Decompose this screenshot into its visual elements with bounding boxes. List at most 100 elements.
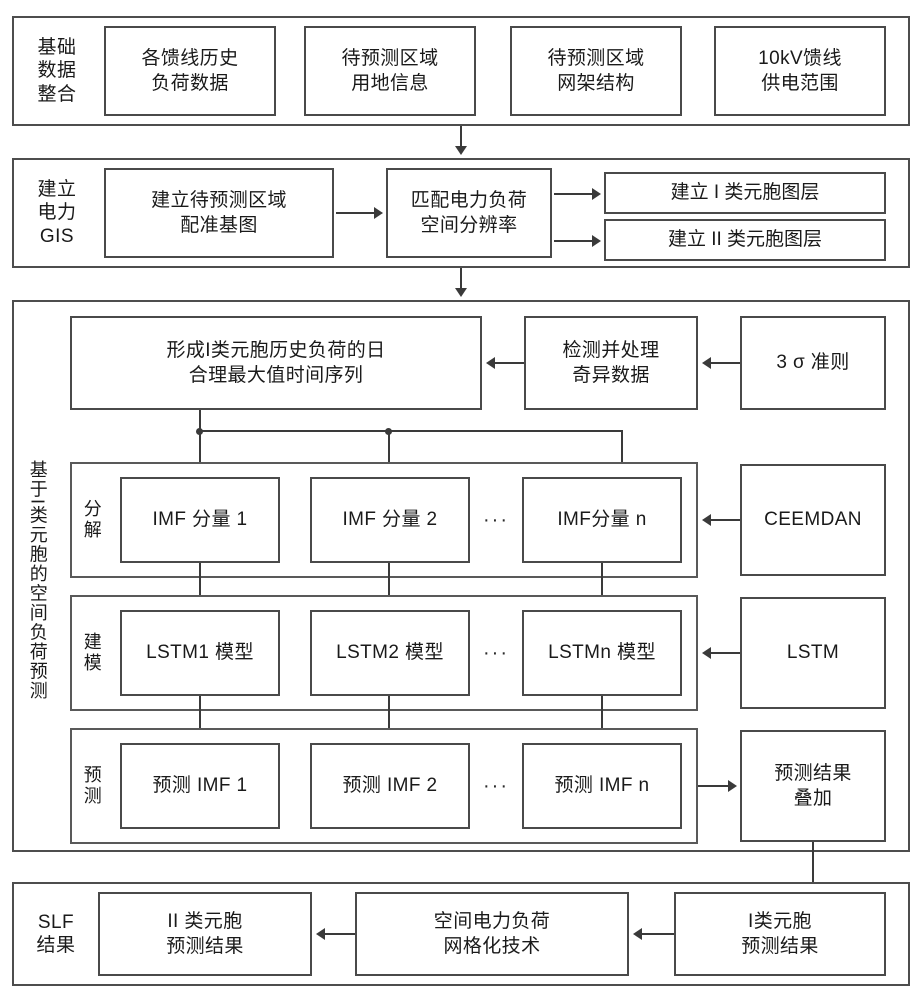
- label-line: 基础: [37, 37, 77, 59]
- connector-lstm1-to-pred1: [199, 696, 201, 730]
- box-spatial-load-gridding[interactable]: 空间电力负荷 网格化技术: [355, 892, 629, 976]
- ellipsis-modeling: ···: [483, 641, 509, 664]
- box-line: 建立待预测区域: [151, 189, 287, 211]
- subsection-modeling-label: 建 模: [76, 613, 110, 693]
- bus-horizontal: [199, 430, 623, 432]
- box-line: 用地信息: [351, 73, 429, 94]
- connector-outlier-to-timeseries: [495, 362, 524, 364]
- label-line: 结果: [36, 935, 76, 956]
- connector-gridding-to-type2: [325, 933, 355, 935]
- box-type1-cell-prediction-result[interactable]: I类元胞 预测结果: [674, 892, 886, 976]
- box-line: 预测结果: [741, 936, 819, 957]
- box-predicted-imf-1[interactable]: 预测 IMF 1: [120, 743, 280, 829]
- connector-predn-to-aggregate-arrow-icon: [728, 780, 737, 792]
- label-line: 分: [83, 499, 103, 520]
- box-match-spatial-resolution[interactable]: 匹配电力负荷 空间分辨率: [386, 168, 552, 258]
- subsection-decomposition-label: 分 解: [76, 480, 110, 560]
- connector-s2-s3: [460, 268, 462, 290]
- label-line: SLF: [37, 911, 75, 933]
- box-imf-component-2[interactable]: IMF 分量 2: [310, 477, 470, 563]
- section-slf-results-label: SLF 结果: [20, 892, 92, 976]
- box-lstm-source[interactable]: LSTM: [740, 597, 886, 709]
- box-line: 待预测区域: [341, 47, 439, 69]
- box-build-type1-cell-layer[interactable]: 建立 I 类元胞图层: [604, 172, 886, 214]
- connector-type1-to-gridding: [642, 933, 674, 935]
- box-line: 预测结果: [774, 762, 852, 784]
- subsection-prediction-label: 预 测: [76, 746, 110, 826]
- bus-trunk-from-timeseries: [199, 410, 201, 432]
- connector-s1-s2-arrow-icon: [455, 146, 467, 155]
- box-ceemdan[interactable]: CEEMDAN: [740, 464, 886, 576]
- box-predicted-imf-n[interactable]: 预测 IMF n: [522, 743, 682, 829]
- connector-type1-to-gridding-arrow-icon: [633, 928, 642, 940]
- connector-lstmn-to-predn: [601, 696, 603, 730]
- connector-lstm2-to-pred2: [388, 696, 390, 730]
- connector-basemap-to-resolution: [336, 212, 376, 214]
- label-line: 电力: [37, 202, 77, 224]
- section-data-integration-label: 基础 数据 整合: [20, 26, 94, 116]
- box-lstm2-model[interactable]: LSTM2 模型: [310, 610, 470, 696]
- box-build-type2-cell-layer[interactable]: 建立 II 类元胞图层: [604, 219, 886, 261]
- box-base-map-registration[interactable]: 建立待预测区域 配准基图: [104, 168, 334, 258]
- bus-drop-col1: [199, 430, 201, 464]
- box-line: 空间电力负荷: [433, 910, 551, 932]
- connector-s1-s2: [460, 126, 462, 148]
- label-line: GIS: [39, 225, 75, 247]
- box-three-sigma-rule[interactable]: 3 σ 准则: [740, 316, 886, 410]
- connector-sigma-to-outlier-arrow-icon: [702, 357, 711, 369]
- connector-resolution-to-layer1: [554, 193, 594, 195]
- label-line: 数据: [37, 60, 77, 82]
- label-line: 预: [83, 765, 103, 786]
- bus-drop-col3: [621, 430, 623, 464]
- connector-s2-s3-arrow-icon: [455, 288, 467, 297]
- connector-ceemdan-to-imf: [711, 519, 740, 521]
- box-predicted-imf-2[interactable]: 预测 IMF 2: [310, 743, 470, 829]
- box-line: 形成I类元胞历史负荷的日: [166, 339, 386, 361]
- box-feeder-history-load[interactable]: 各馈线历史 负荷数据: [104, 26, 276, 116]
- box-lstmn-model[interactable]: LSTMn 模型: [522, 610, 682, 696]
- section-power-gis-label: 建立 电力 GIS: [20, 168, 94, 258]
- box-line: 配准基图: [180, 215, 258, 236]
- label-line: 整合: [37, 83, 77, 105]
- box-type2-cell-prediction-result[interactable]: II 类元胞 预测结果: [98, 892, 312, 976]
- box-line: 网格化技术: [443, 936, 541, 957]
- box-line: 空间分辨率: [420, 215, 518, 236]
- connector-resolution-to-layer2-arrow-icon: [592, 235, 601, 247]
- box-10kv-supply-range[interactable]: 10kV馈线 供电范围: [714, 26, 886, 116]
- box-imf-component-1[interactable]: IMF 分量 1: [120, 477, 280, 563]
- ellipsis-decomposition: ···: [483, 508, 509, 531]
- connector-lstm-to-models: [711, 652, 740, 654]
- connector-imf1-to-lstm1: [199, 563, 201, 597]
- box-line: 负荷数据: [151, 73, 229, 94]
- box-line: 叠加: [793, 788, 833, 809]
- box-imf-component-n[interactable]: IMF分量 n: [522, 477, 682, 563]
- section-type1-cell-forecasting-label: 基于I类元胞的空间负荷预测: [27, 459, 48, 701]
- connector-gridding-to-type2-arrow-icon: [316, 928, 325, 940]
- label-line: 建: [83, 632, 103, 653]
- box-line: 检测并处理: [562, 339, 660, 361]
- box-land-use-info[interactable]: 待预测区域 用地信息: [304, 26, 476, 116]
- box-line: 合理最大值时间序列: [188, 365, 364, 386]
- label-line: 测: [83, 786, 103, 806]
- box-line: 10kV馈线: [758, 47, 842, 69]
- box-line: I类元胞: [748, 910, 812, 932]
- box-aggregate-prediction-results[interactable]: 预测结果 叠加: [740, 730, 886, 842]
- box-lstm1-model[interactable]: LSTM1 模型: [120, 610, 280, 696]
- connector-sigma-to-outlier: [711, 362, 740, 364]
- box-grid-structure[interactable]: 待预测区域 网架结构: [510, 26, 682, 116]
- box-line: 奇异数据: [572, 365, 650, 386]
- box-line: 网架结构: [557, 73, 635, 94]
- box-line: 待预测区域: [547, 47, 645, 69]
- connector-imfn-to-lstmn: [601, 563, 603, 597]
- box-line: 预测结果: [166, 936, 244, 957]
- bus-drop-col2: [388, 430, 390, 464]
- box-detect-handle-outliers[interactable]: 检测并处理 奇异数据: [524, 316, 698, 410]
- connector-lstm-to-models-arrow-icon: [702, 647, 711, 659]
- box-line: 各馈线历史: [141, 47, 239, 69]
- ellipsis-prediction: ···: [483, 774, 509, 797]
- box-daily-max-time-series[interactable]: 形成I类元胞历史负荷的日 合理最大值时间序列: [70, 316, 482, 410]
- connector-resolution-to-layer2: [554, 240, 594, 242]
- connector-outlier-to-timeseries-arrow-icon: [486, 357, 495, 369]
- connector-basemap-to-resolution-arrow-icon: [374, 207, 383, 219]
